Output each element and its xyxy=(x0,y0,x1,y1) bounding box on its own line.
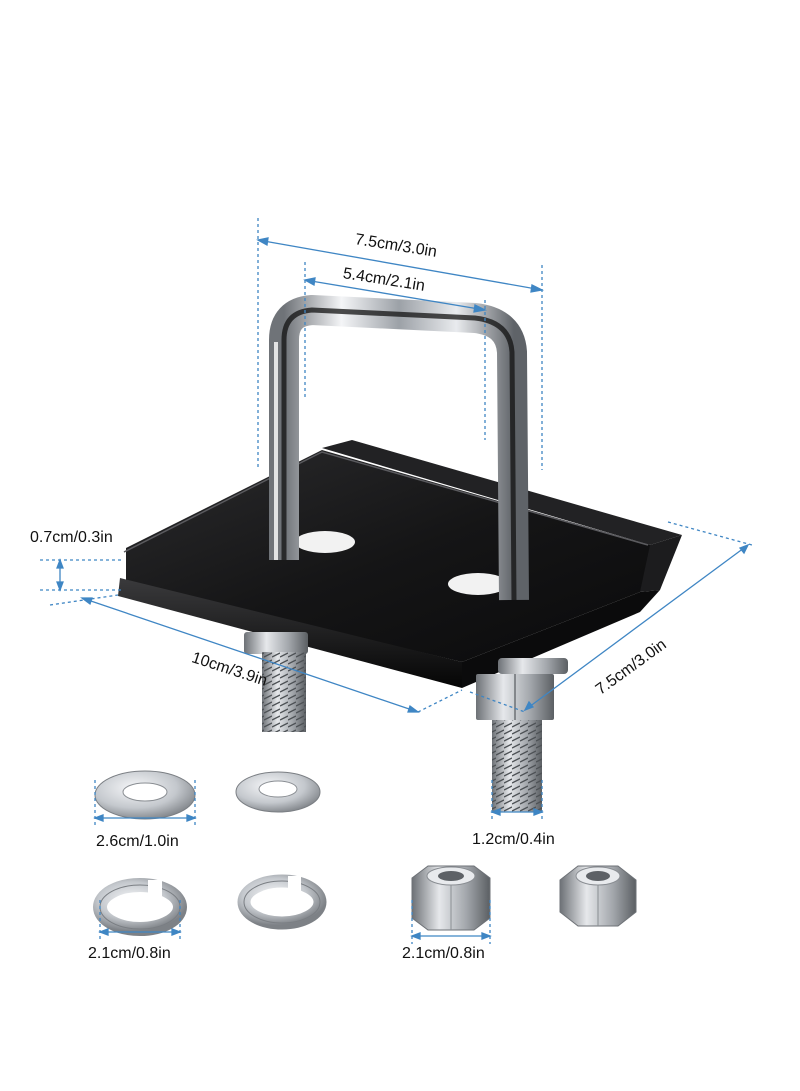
nut-arrow-right xyxy=(481,932,492,940)
bolt-arrow-right xyxy=(533,808,544,816)
slot-hole-right xyxy=(448,573,508,595)
depth-ext-bottom xyxy=(469,691,526,713)
hex-nut-1 xyxy=(411,865,491,931)
depth-line xyxy=(524,544,749,711)
thickness-arrow-top xyxy=(56,558,64,569)
right-bolt-end xyxy=(476,658,568,812)
length-arrow-left xyxy=(80,597,93,606)
flat-washer-1 xyxy=(94,770,196,820)
lock-washer-1 xyxy=(93,878,187,936)
right-thread-grooves xyxy=(492,720,542,812)
lock-washer-2 xyxy=(237,874,327,930)
left-thread-grooves xyxy=(262,652,306,732)
thickness-label: 0.7cm/0.3in xyxy=(30,529,113,546)
depth-arrow-bottom xyxy=(523,700,535,712)
top-width-arrow-left xyxy=(256,237,269,247)
hex-nut-label: 2.1cm/0.8in xyxy=(402,945,485,962)
top-width-arrow-right xyxy=(530,284,545,293)
washer-arrow-right xyxy=(186,814,197,822)
depth-ext-top xyxy=(667,521,753,546)
flat-washer-label: 2.6cm/1.0in xyxy=(96,833,179,850)
inner-width-line xyxy=(304,279,486,311)
top-width-line xyxy=(257,239,543,291)
bolt-arrow-left xyxy=(490,808,501,816)
lockwasher-arrow-right xyxy=(171,928,182,936)
slot-hole-left xyxy=(295,531,355,553)
right-washer xyxy=(498,658,568,674)
dimension-lines xyxy=(40,218,753,944)
plate-ramp xyxy=(640,535,682,592)
thickness-arrow-bottom xyxy=(56,581,64,592)
nut-arrow-left xyxy=(410,932,421,940)
length-ext-right xyxy=(417,689,463,713)
left-bolt-end xyxy=(244,632,308,732)
black-plate xyxy=(118,440,682,688)
hex-nut-2 xyxy=(559,865,637,927)
plate-edge-highlight xyxy=(123,451,649,553)
plate-top-surface xyxy=(126,450,668,662)
inner-width-arrow-right xyxy=(473,304,488,313)
washer-arrow-left xyxy=(93,814,104,822)
length-arrow-right xyxy=(407,704,420,713)
flat-washer-2 xyxy=(235,771,321,813)
length-line xyxy=(81,597,419,713)
depth-arrow-top xyxy=(738,543,750,555)
left-nut xyxy=(244,632,308,654)
bolt-diameter-label: 1.2cm/0.4in xyxy=(472,831,555,848)
u-bolt xyxy=(269,295,529,601)
inner-width-arrow-left xyxy=(303,277,316,287)
lock-washer-label: 2.1cm/0.8in xyxy=(88,945,171,962)
lockwasher-arrow-left xyxy=(98,928,109,936)
